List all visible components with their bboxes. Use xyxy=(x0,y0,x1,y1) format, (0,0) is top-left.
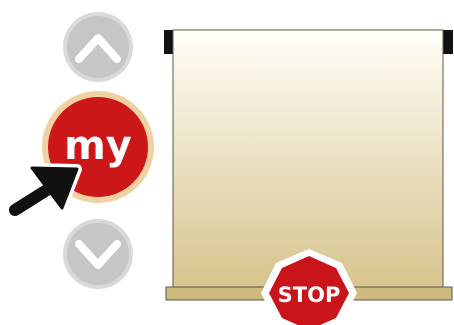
stop-button-label: STOP xyxy=(278,283,341,307)
down-button[interactable] xyxy=(63,219,133,289)
pointer-arrow-icon xyxy=(15,168,77,210)
up-button[interactable] xyxy=(63,12,133,82)
shade-fabric xyxy=(173,30,443,287)
right-bracket xyxy=(442,30,453,54)
my-button-label: my xyxy=(64,123,132,169)
